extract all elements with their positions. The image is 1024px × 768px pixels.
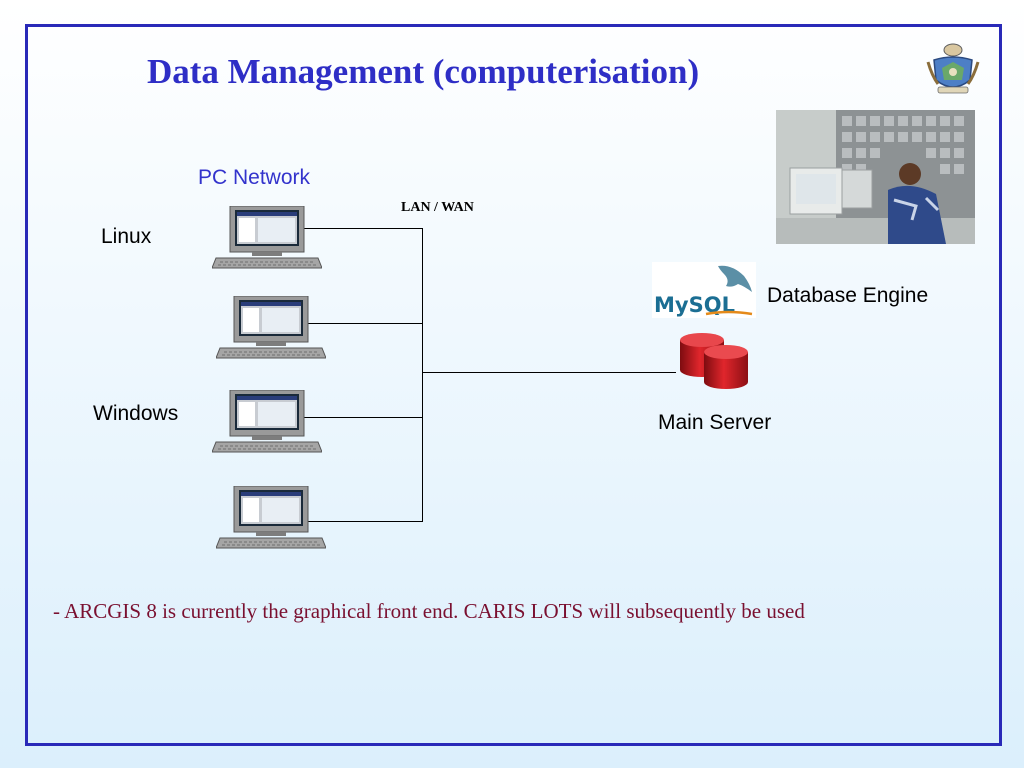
network-wire: [308, 521, 422, 522]
lan-wan-label: LAN / WAN: [401, 200, 474, 215]
network-backbone: [422, 228, 423, 522]
network-wire: [304, 417, 422, 418]
desktop-computer-icon: [212, 206, 322, 269]
main-server-label: Main Server: [658, 411, 772, 434]
slide-title: Data Management (computerisation): [147, 52, 700, 91]
desktop-computer-icon: [216, 296, 326, 359]
desktop-computer-icon: [216, 486, 326, 549]
linux-label: Linux: [101, 225, 152, 248]
footnote-text: - ARCGIS 8 is currently the graphical fr…: [53, 599, 805, 623]
mysql-dolphin-logo: MySQL: [652, 262, 756, 318]
network-wire: [308, 323, 422, 324]
mysql-logo-text: MySQL: [654, 293, 735, 317]
desktop-computer-icon: [212, 390, 322, 453]
database-cylinders-icon: [680, 333, 748, 389]
database-engine-label: Database Engine: [767, 284, 929, 307]
coat-of-arms-icon: [926, 43, 980, 94]
server-link: [422, 372, 676, 373]
pc-network-label: PC Network: [198, 166, 311, 189]
server-room-photo: [776, 110, 975, 244]
slide-border: [25, 24, 1002, 746]
windows-label: Windows: [93, 402, 179, 425]
network-wire: [304, 228, 422, 229]
